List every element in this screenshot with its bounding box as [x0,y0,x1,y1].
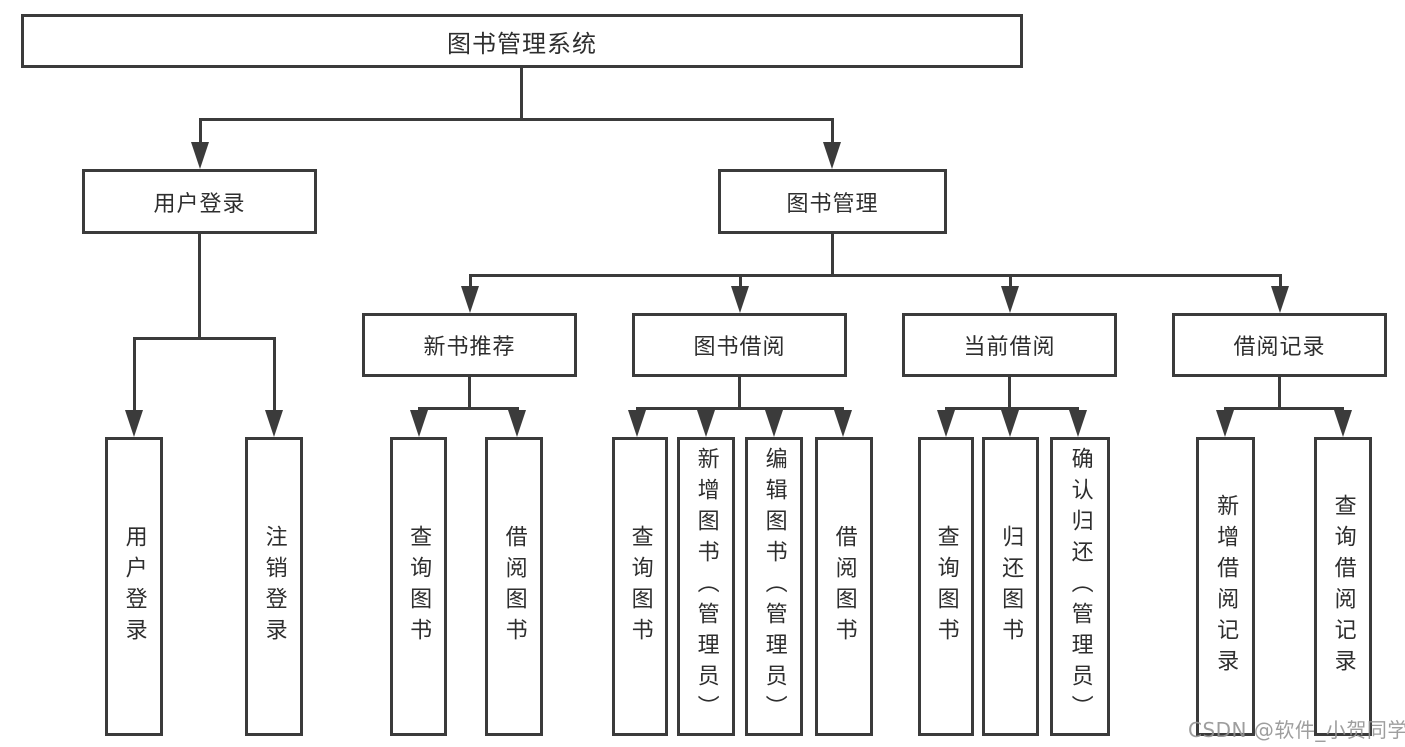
leaf-query-books-recommend: 查询图书 [390,437,447,736]
csdn-watermark: CSDN @软件_小贺同学 [1188,718,1405,742]
arrow-down-icon [731,286,749,313]
node-label: 借阅记录 [1233,335,1326,360]
arrow-down-icon [410,410,428,437]
node-label: 图书管理 [786,191,879,217]
connector-line [469,274,472,288]
node-label: 图书借阅 [693,335,786,360]
connector-line [1008,377,1011,410]
node-label: 查询图书 [406,524,432,649]
arrow-down-icon [191,142,209,169]
node-label: 用户登录 [121,524,147,649]
connector-line [1224,407,1344,410]
connector-line [831,233,834,277]
connector-line [198,234,201,340]
leaf-query-books-borrow: 查询图书 [612,437,668,736]
arrow-down-icon [1001,286,1019,313]
node-label: 注销登录 [261,524,287,649]
arrow-down-icon [937,410,955,437]
leaf-edit-book-admin: 编辑图书（管理员） [745,437,803,736]
arrow-down-icon [1334,410,1352,437]
connector-line [520,65,523,121]
arrow-down-icon [1271,286,1289,313]
leaf-borrow-books-recommend: 借阅图书 [485,437,543,736]
node-borrowing-records: 借阅记录 [1172,313,1387,377]
arrow-down-icon [628,410,646,437]
arrow-down-icon [697,410,715,437]
node-label: 新增图书（管理员） [693,447,719,726]
leaf-user-login: 用户登录 [105,437,163,736]
node-book-borrowing: 图书借阅 [632,313,847,377]
leaf-query-borrow-record: 查询借阅记录 [1314,437,1372,736]
node-label: 借阅图书 [831,524,857,649]
arrow-down-icon [265,410,283,437]
connector-line [1278,377,1281,410]
node-new-book-recommend: 新书推荐 [362,313,577,377]
node-label: 查询借阅记录 [1330,493,1356,680]
connector-line [738,377,741,410]
connector-line [468,377,471,410]
connector-line [133,337,276,340]
connector-line [418,407,519,410]
node-current-borrowing: 当前借阅 [902,313,1117,377]
connector-line [636,407,844,410]
arrow-down-icon [508,410,526,437]
leaf-borrow-books-borrow: 借阅图书 [815,437,873,736]
node-label: 借阅图书 [501,524,527,649]
arrow-down-icon [823,142,841,169]
arrow-down-icon [125,410,143,437]
node-label: 归还图书 [998,524,1024,649]
node-label: 查询图书 [933,524,959,649]
connector-line [199,118,834,121]
leaf-logout-login: 注销登录 [245,437,303,736]
connector-line [469,274,1282,277]
connector-line [831,118,834,145]
node-label: 新增借阅记录 [1213,493,1239,680]
leaf-confirm-return-admin: 确认归还（管理员） [1050,437,1110,736]
node-label: 当前借阅 [963,335,1056,360]
leaf-add-borrow-record: 新增借阅记录 [1196,437,1255,736]
connector-line [1279,274,1282,288]
node-label: 用户登录 [153,191,246,217]
connector-line [133,337,136,412]
arrow-down-icon [1216,410,1234,437]
connector-line [739,274,742,288]
leaf-return-books: 归还图书 [982,437,1039,736]
node-label: 查询图书 [627,524,653,649]
leaf-add-book-admin: 新增图书（管理员） [677,437,735,736]
arrow-down-icon [1001,410,1019,437]
arrow-down-icon [834,410,852,437]
node-label: 编辑图书（管理员） [761,447,787,726]
node-book-management: 图书管理 [718,169,947,234]
node-user-login: 用户登录 [82,169,317,234]
node-label: 图书管理系统 [447,29,597,58]
connector-line [1009,274,1012,288]
connector-line [945,407,1079,410]
node-library-management-system: 图书管理系统 [21,14,1023,68]
leaf-query-books-current: 查询图书 [918,437,974,736]
connector-line [273,337,276,412]
arrow-down-icon [461,286,479,313]
node-label: 确认归还（管理员） [1067,447,1093,726]
arrow-down-icon [1069,410,1087,437]
node-label: 新书推荐 [423,335,516,360]
arrow-down-icon [765,410,783,437]
connector-line [199,118,202,145]
